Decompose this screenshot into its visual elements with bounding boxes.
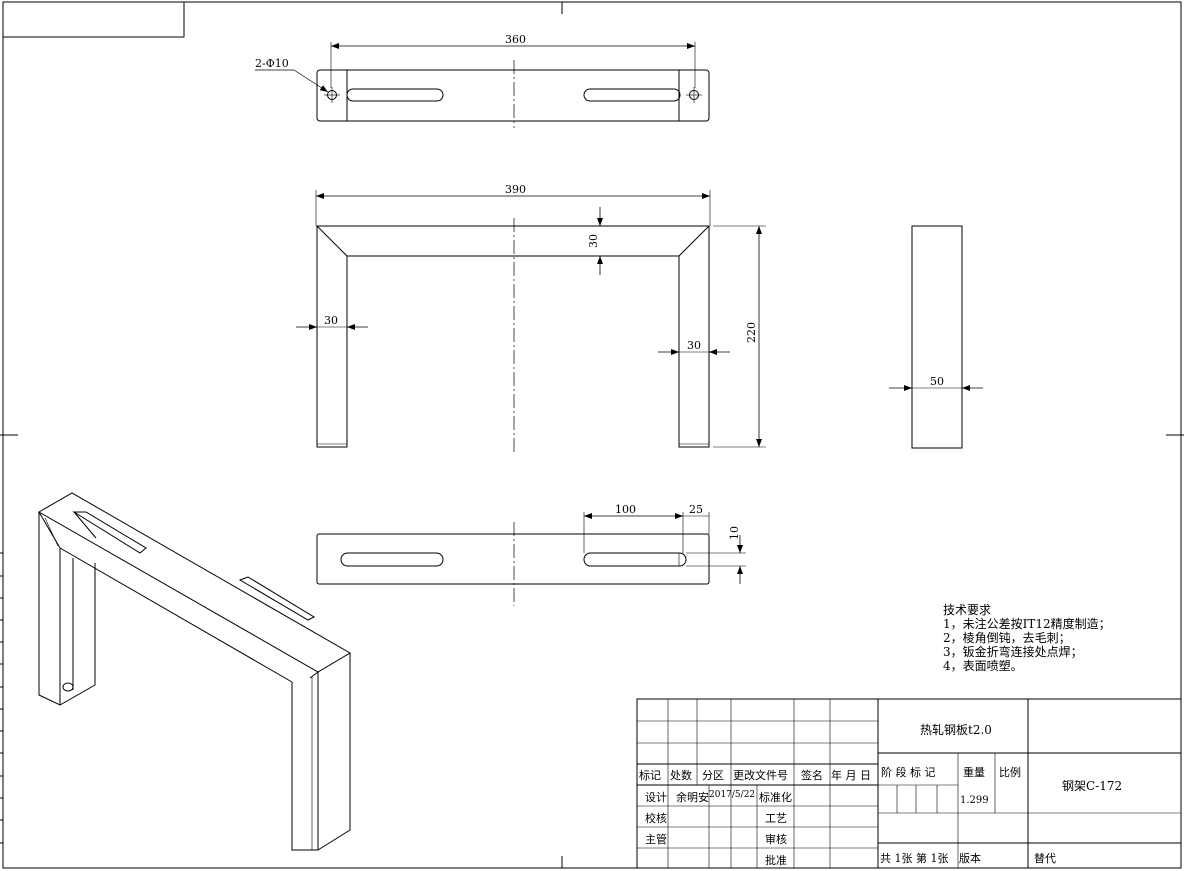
tech-requirement-3: 3，钣金折弯连接处点焊； (943, 645, 1083, 659)
tech-requirement-2: 2，棱角倒钝，去毛刺； (943, 631, 1071, 645)
tech-requirement-4: 4，表面喷塑。 (943, 659, 1023, 673)
approve-label: 批准 (765, 854, 787, 867)
check-label: 校核 (645, 812, 667, 825)
replace-label: 替代 (1034, 852, 1056, 865)
bottom-view (316, 512, 746, 606)
design-date: 2017/5/22 (709, 790, 756, 800)
dim-slot-end: 25 (689, 503, 703, 516)
front-view (296, 190, 766, 452)
dim-top-thickness: 30 (587, 234, 600, 248)
scale-label: 比例 (999, 766, 1021, 779)
weight-value: 1.299 (960, 795, 989, 806)
dim-left-thickness: 30 (324, 314, 338, 327)
hdr-sign: 签名 (801, 769, 823, 782)
side-view (889, 225, 983, 449)
top-view (255, 42, 710, 128)
tech-requirement-1: 1，未注公差按IT12精度制造； (943, 617, 1111, 631)
sheet-info: 共 1张 第 1张 (880, 852, 949, 865)
dim-side-width: 50 (930, 375, 944, 388)
hdr-change-doc: 更改文件号 (733, 769, 788, 782)
process-label: 工艺 (765, 812, 787, 825)
tech-requirements-title: 技术要求 (943, 603, 992, 617)
tech-requirements: 技术要求 1，未注公差按IT12精度制造； 2，棱角倒钝，去毛刺； 3，钣金折弯… (943, 603, 1111, 673)
dim-holes: 2-Φ10 (255, 57, 289, 70)
supervisor-label: 主管 (645, 833, 667, 846)
dim-front-width: 390 (505, 183, 526, 196)
design-label: 设计 (645, 791, 667, 804)
standardization-label: 标准化 (759, 791, 792, 804)
part-name: 钢架C-172 (1062, 779, 1123, 793)
hdr-date: 年 月 日 (831, 769, 871, 782)
isometric-view (37, 492, 351, 851)
designer-name: 余明安 (676, 791, 709, 804)
hdr-zone: 分区 (702, 769, 724, 782)
dim-front-height: 220 (745, 322, 758, 343)
material-label: 热轧钢板t2.0 (920, 723, 992, 737)
dim-slot-length: 100 (615, 503, 636, 516)
stage-label: 阶 段 标 记 (881, 766, 936, 779)
hdr-mark: 标记 (639, 769, 661, 782)
dim-top-width: 360 (505, 33, 526, 46)
title-block (636, 698, 1182, 869)
dim-right-thickness: 30 (687, 339, 701, 352)
dim-slot-width: 10 (728, 526, 741, 540)
review-label: 审核 (765, 833, 787, 846)
weight-label: 重量 (963, 766, 985, 779)
hdr-count: 处数 (670, 769, 692, 782)
version-label: 版本 (959, 852, 981, 865)
